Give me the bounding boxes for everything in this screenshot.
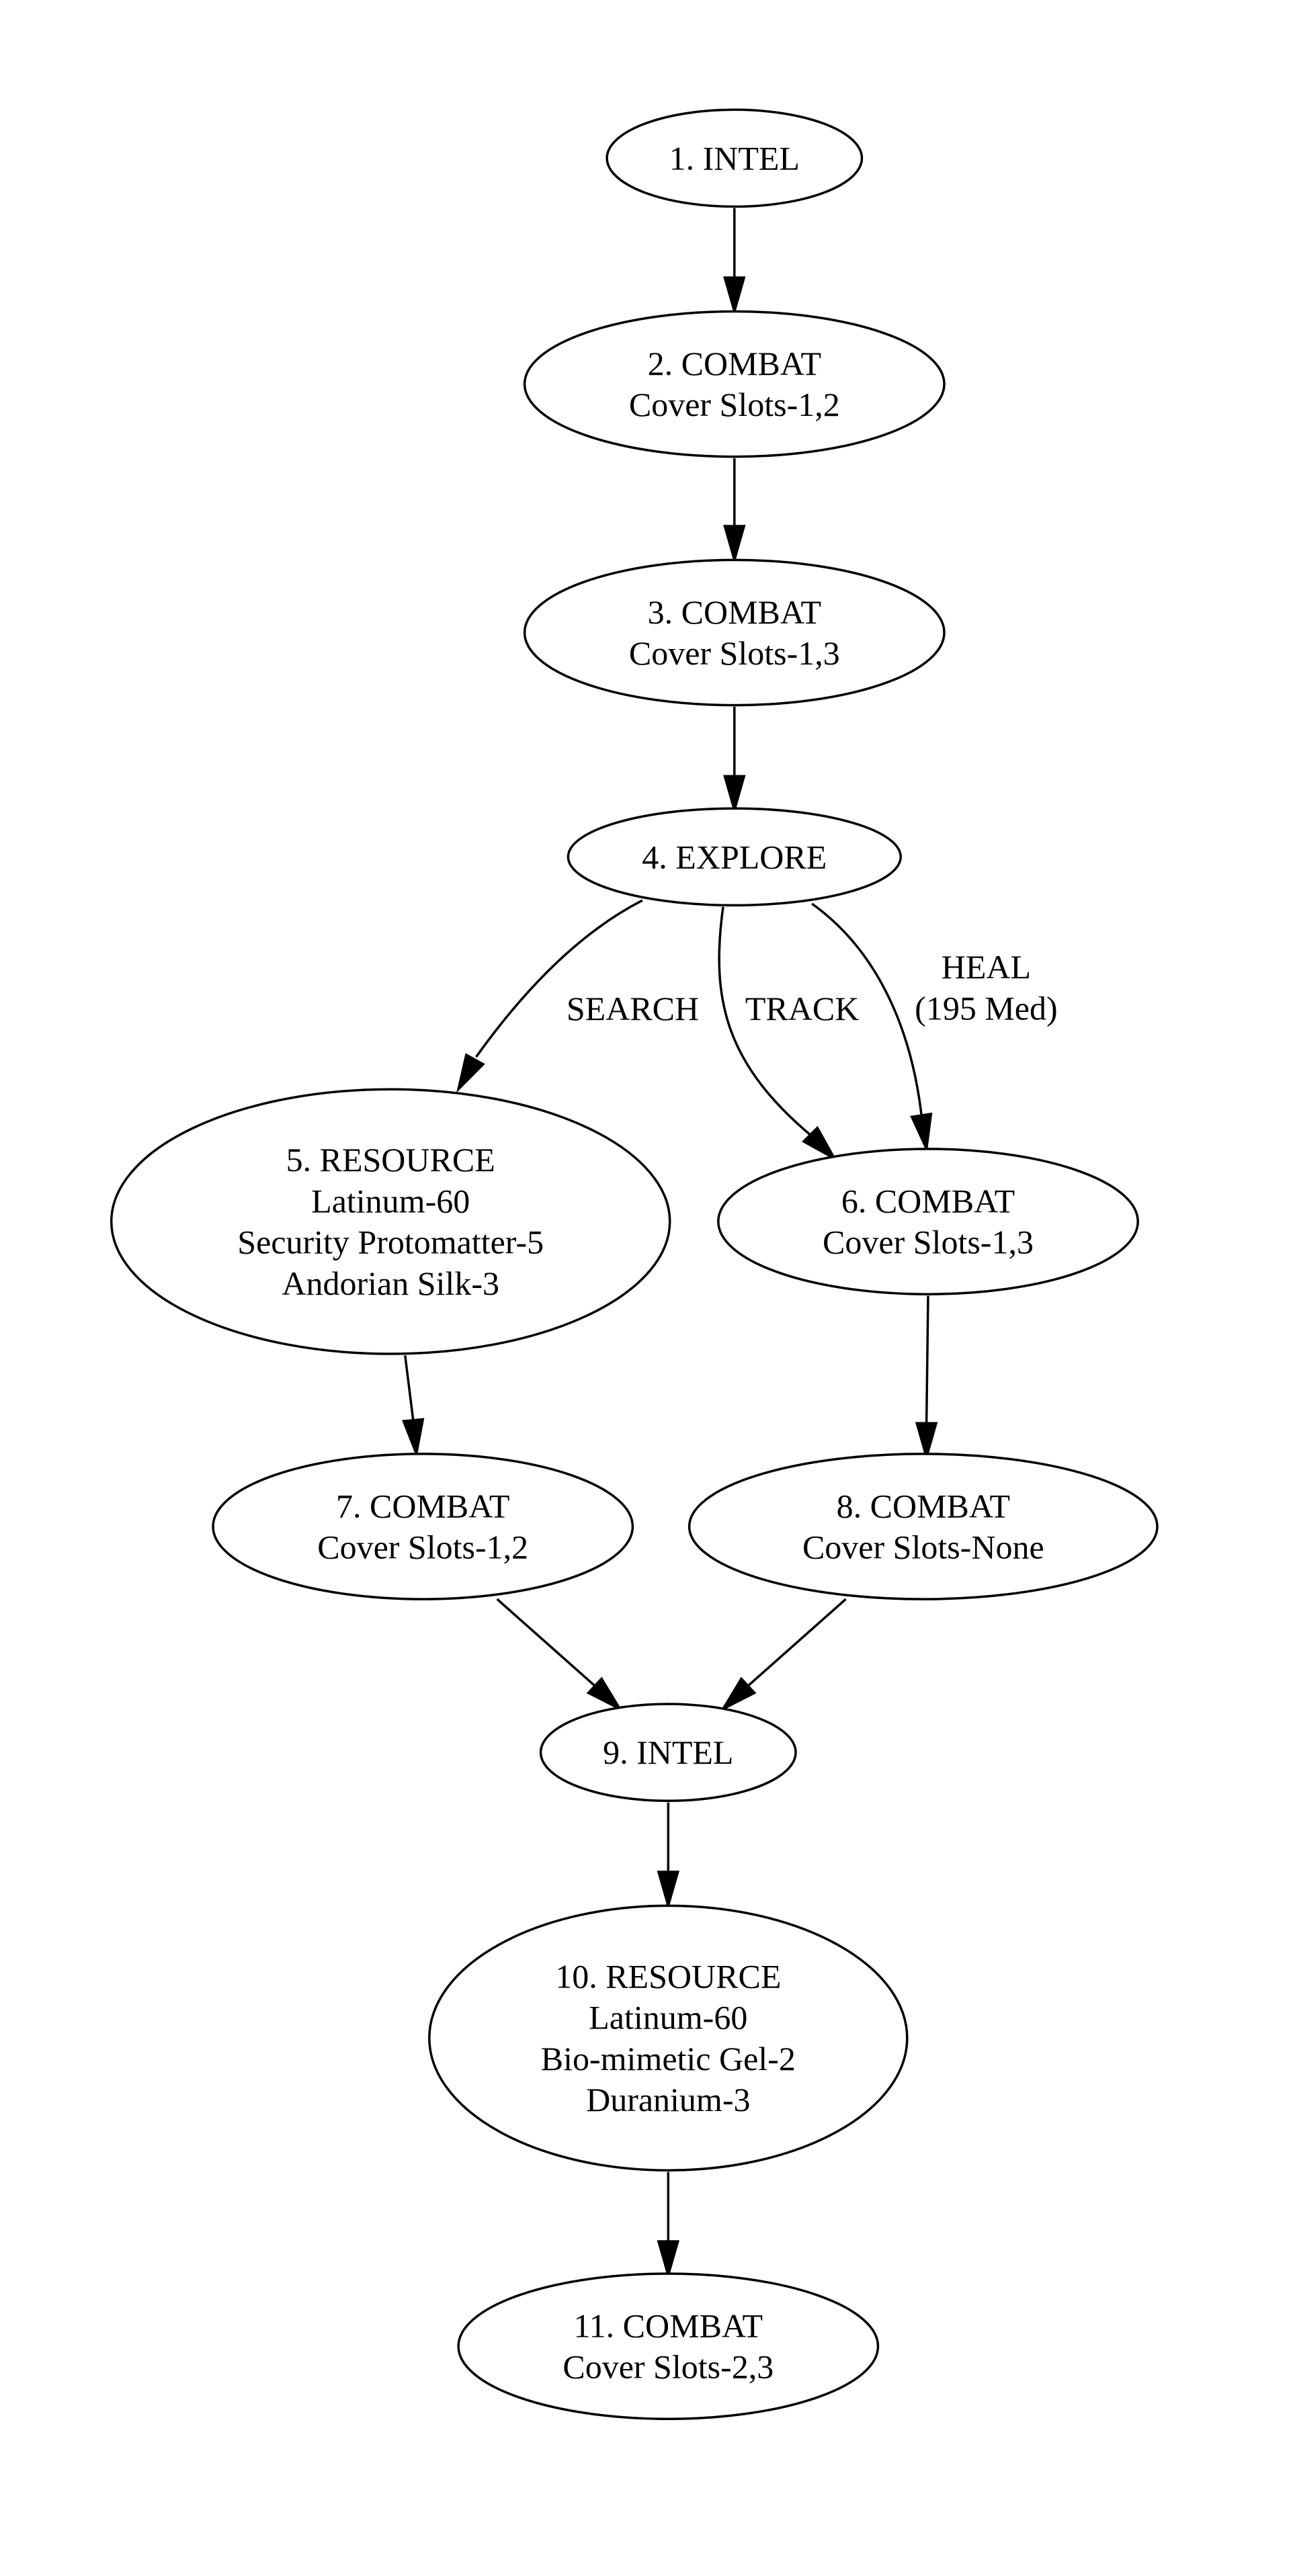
node-label-line-1: 9. INTEL [603,1733,733,1771]
node-label-line-2: Latinum-60 [589,1999,747,2036]
edges-layer: SEARCH TRACK HEAL (195 Med) [402,208,1058,2280]
node-label-line-2: Cover Slots-1,3 [629,634,840,672]
edge-line [718,906,815,1139]
node-label-line-1: 1. INTEL [669,139,800,177]
node-ellipse [688,1453,1159,1600]
arrow-head [402,1418,425,1459]
edge-10-11 [657,2172,680,2280]
arrow-head [657,1871,680,1910]
node-4: 4. EXPLORE [567,807,902,907]
node-label-line-3: Bio-mimetic Gel-2 [541,2040,796,2077]
node-8: 8. COMBAT Cover Slots-None [688,1453,1159,1600]
node-ellipse [717,1148,1139,1295]
edge-6-8 [915,1295,938,1462]
node-ellipse [523,558,946,707]
node-label-line-4: Andorian Silk-3 [282,1264,499,1302]
node-label-line-2: Latinum-60 [311,1183,470,1220]
arrow-head [801,1125,838,1162]
node-label-line-2: Cover Slots-1,2 [629,386,840,423]
arrow-head [456,1053,485,1093]
edge-7-9 [496,1598,623,1712]
edge-label-line-1: HEAL [942,948,1031,986]
arrow-head [586,1676,623,1712]
node-label-line-2: Cover Slots-2,3 [563,2348,774,2386]
node-label-line-1: 7. COMBAT [336,1487,509,1525]
node-ellipse [523,310,946,458]
arrow-head [720,1676,757,1712]
node-label-line-1: 4. EXPLORE [642,838,827,875]
edge-5-7 [402,1355,425,1459]
node-label-line-1: 2. COMBAT [648,345,821,382]
edge-4-6a: TRACK [718,906,859,1162]
node-ellipse [457,2272,880,2420]
node-ellipse [539,1703,797,1803]
node-ellipse [212,1453,634,1600]
edge-line [745,1598,847,1689]
node-7: 7. COMBAT Cover Slots-1,2 [212,1453,634,1600]
node-ellipse [606,108,864,208]
arrow-head [723,775,746,815]
arrow-head [657,2240,680,2280]
node-2: 2. COMBAT Cover Slots-1,2 [523,310,946,458]
node-label-line-3: Security Protomatter-5 [237,1223,544,1261]
edge-line [925,1295,929,1424]
edge-line [811,902,923,1117]
node-9: 9. INTEL [539,1703,797,1803]
node-label-line-1: 11. COMBAT [574,2307,763,2345]
node-ellipse [110,1088,671,1355]
node-label-line-1: 10. RESOURCE [555,1958,781,1995]
edge-line [475,899,643,1058]
edge-8-9 [720,1598,847,1712]
edge-line [404,1355,415,1420]
edge-3-4 [723,706,746,815]
edge-4-5: SEARCH [456,899,699,1093]
edge-1-2 [723,208,746,316]
node-label-line-1: 8. COMBAT [837,1487,1010,1525]
edge-label-line-2: (195 Med) [915,990,1057,1027]
node-ellipse [428,1904,909,2172]
node-label-line-4: Duranium-3 [586,2081,750,2118]
node-label-line-1: 6. COMBAT [841,1183,1015,1220]
edge-4-6b: HEAL (195 Med) [811,902,1058,1154]
node-label-line-2: Cover Slots-1,2 [317,1529,528,1566]
edge-label-line-1: TRACK [745,990,859,1027]
arrow-head [915,1422,938,1462]
edge-9-10 [657,1802,680,1910]
node-label-line-2: Cover Slots-None [802,1529,1044,1566]
edge-label-line-1: SEARCH [567,990,699,1027]
nodes-layer: 1. INTEL 2. COMBAT Cover Slots-1,2 3. COMBA… [110,108,1159,2420]
arrow-head [910,1112,933,1154]
arrow-head [723,525,746,564]
edge-line [496,1598,598,1689]
edge-2-3 [723,458,746,564]
node-label-line-1: 5. RESOURCE [286,1141,495,1178]
node-1: 1. INTEL [606,108,864,208]
arrow-head [723,276,746,316]
node-ellipse [567,807,902,907]
node-label-line-2: Cover Slots-1,3 [823,1223,1034,1261]
node-label-line-1: 3. COMBAT [648,593,821,631]
